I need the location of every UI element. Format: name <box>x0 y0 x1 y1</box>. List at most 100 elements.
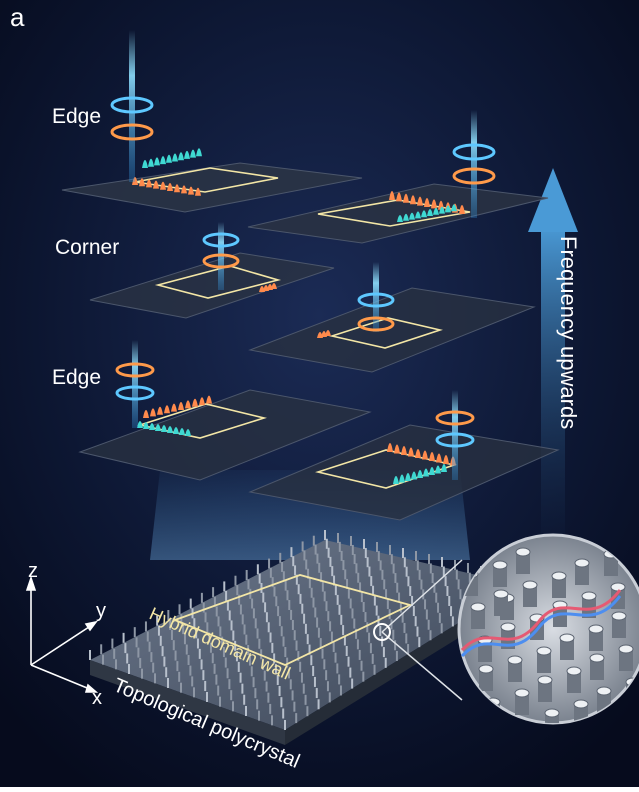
lens-pillar-stem <box>560 638 574 660</box>
lens-pillar-stem <box>619 649 633 671</box>
peak-orange <box>417 196 423 206</box>
lens-pillar <box>500 622 516 632</box>
peak-orange <box>139 178 145 187</box>
peak-cyan <box>149 423 155 430</box>
peak-orange <box>164 405 170 414</box>
plane-corner-right <box>248 287 536 373</box>
peak-orange <box>174 184 180 193</box>
peak-orange <box>185 400 191 409</box>
peak-cyan <box>393 476 399 484</box>
peak-cyan <box>409 212 415 220</box>
lens-pillar-stem <box>494 594 508 616</box>
peak-orange <box>401 446 407 455</box>
peak-orange <box>271 283 277 289</box>
peak-cyan <box>148 158 154 167</box>
lens-pillar-stem <box>545 713 559 723</box>
lens-pillar <box>610 582 626 592</box>
lens-pillar <box>515 547 531 557</box>
lens-pillar <box>507 655 523 665</box>
lens-pillar-stem <box>589 629 603 651</box>
lens-pillar-stem <box>493 565 507 587</box>
peak-orange <box>394 444 400 454</box>
lens-pillar-stem <box>516 552 530 574</box>
lens-pillar-stem <box>590 658 604 680</box>
axes <box>25 575 99 693</box>
lens-pillar-stem <box>582 596 596 618</box>
lens-pillar <box>478 664 494 674</box>
peak-orange <box>167 183 173 191</box>
lens-pillar-stem <box>508 660 522 682</box>
peak-orange <box>415 449 421 458</box>
peak-orange <box>396 192 402 202</box>
label-corner: Corner <box>55 236 120 259</box>
peak-orange <box>443 455 449 464</box>
lens-pillar-stem <box>575 563 589 585</box>
peak-cyan <box>155 424 161 431</box>
plane-corner-left <box>89 252 335 319</box>
peak-cyan <box>405 473 411 481</box>
lens-pillar <box>551 571 567 581</box>
base-domain-wall <box>172 574 413 666</box>
peak-cyan <box>178 152 184 161</box>
peak-cyan <box>196 148 202 157</box>
peak-cyan <box>142 160 148 168</box>
pillars <box>89 530 521 730</box>
lens-pillar <box>618 644 634 654</box>
peak-orange <box>188 186 194 195</box>
peak-cyan <box>411 471 417 480</box>
peak-orange <box>181 185 187 194</box>
lens-pillar <box>544 708 560 718</box>
lens-pillar-stem <box>471 607 485 629</box>
label-edge-bottom: Edge <box>52 366 102 389</box>
peak-cyan <box>421 210 427 218</box>
lens-pillar-stem <box>479 669 493 691</box>
lens-pillar <box>589 653 605 663</box>
peak-orange <box>199 397 205 406</box>
label-edge-top: Edge <box>52 105 102 128</box>
peak-orange <box>403 193 409 203</box>
peak-orange <box>422 450 428 460</box>
lens-pillar <box>581 591 597 601</box>
peak-orange <box>171 403 177 412</box>
peak-orange <box>153 180 159 189</box>
lens-pillar <box>514 688 530 698</box>
peak-cyan <box>184 150 190 159</box>
axis-z-label: z <box>28 560 38 582</box>
lens-pillar <box>559 633 575 643</box>
plane-edge-bottom-right <box>248 424 560 521</box>
vortex-rings <box>110 96 496 448</box>
peak-cyan <box>166 154 172 163</box>
lens-pillar-stem <box>553 605 567 627</box>
peak-orange <box>195 187 201 196</box>
peak-cyan <box>439 206 445 214</box>
peak-cyan <box>399 474 405 483</box>
lens-pillar <box>537 675 553 685</box>
peak-cyan <box>185 429 191 436</box>
lens-pillar <box>574 558 590 568</box>
peak-orange <box>150 408 156 417</box>
lens-pillar <box>492 560 508 570</box>
peak-cyan <box>167 426 173 433</box>
peak-cyan <box>417 470 423 478</box>
lens-pillar <box>522 580 538 590</box>
peak-cyan <box>423 468 429 477</box>
peak-cyan <box>397 215 403 222</box>
panel-label: a <box>10 2 25 32</box>
peak-cyan <box>415 211 421 219</box>
peak-orange <box>146 179 152 188</box>
plane-edge-bottom-left <box>78 389 372 481</box>
peak-cyan <box>172 153 178 162</box>
lens-pillar <box>536 646 552 656</box>
peak-cyan <box>433 207 439 215</box>
lens-pillar <box>588 624 604 634</box>
peak-orange <box>206 395 212 404</box>
lens-pillar-stem <box>523 585 537 607</box>
lens-pillar <box>573 699 589 709</box>
peak-cyan <box>441 464 447 472</box>
peak-orange <box>387 443 393 452</box>
peak-cyan <box>403 213 409 221</box>
label-frequency-upwards: Frequency upwards <box>556 236 581 430</box>
lens-pillar-stem <box>567 671 581 693</box>
peak-orange <box>160 181 166 190</box>
